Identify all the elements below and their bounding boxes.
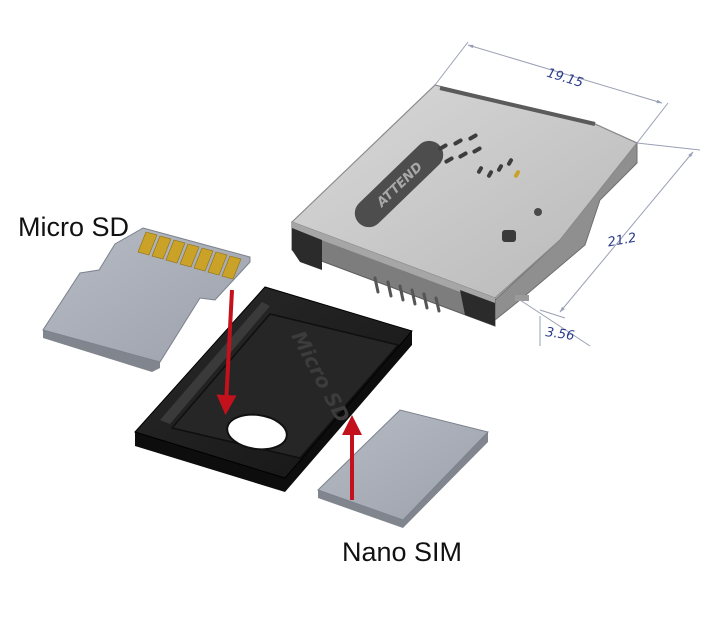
housing-hole (534, 208, 542, 216)
dim-line-depth (559, 151, 694, 313)
tray-cutout-hole (226, 413, 288, 451)
housing-vent-slots (438, 133, 520, 178)
connector-housing: ATTEND (290, 84, 638, 327)
micro-sd-contacts (137, 231, 242, 280)
nano-sim-card-body (317, 409, 489, 521)
housing-embossed-slot (354, 140, 444, 228)
housing-contact-pins (373, 276, 441, 313)
housing-square-cutout (502, 230, 516, 242)
dim-label-depth: 21.2 (607, 231, 638, 251)
housing-foot-right (460, 290, 495, 326)
arrow-insert-micro-sd (216, 289, 237, 415)
card-tray: Micro SD (134, 286, 413, 492)
housing-back-ridge (439, 86, 596, 126)
dim-label-width: 19.15 (545, 66, 585, 91)
label-micro-sd: Micro SD (18, 212, 129, 242)
tray-rail-left (160, 302, 270, 424)
micro-sd-card (42, 227, 251, 372)
dimension-lines (434, 41, 701, 347)
housing-foot-left (292, 228, 322, 270)
label-nano-sim: Nano SIM (342, 537, 462, 567)
nano-sim-card (317, 409, 489, 528)
housing-edge (292, 222, 495, 305)
micro-sd-card-edge (43, 330, 160, 372)
housing-solder-tab (515, 295, 529, 301)
dim-label-height: 3.56 (545, 325, 576, 344)
dim-line-width (467, 44, 663, 104)
